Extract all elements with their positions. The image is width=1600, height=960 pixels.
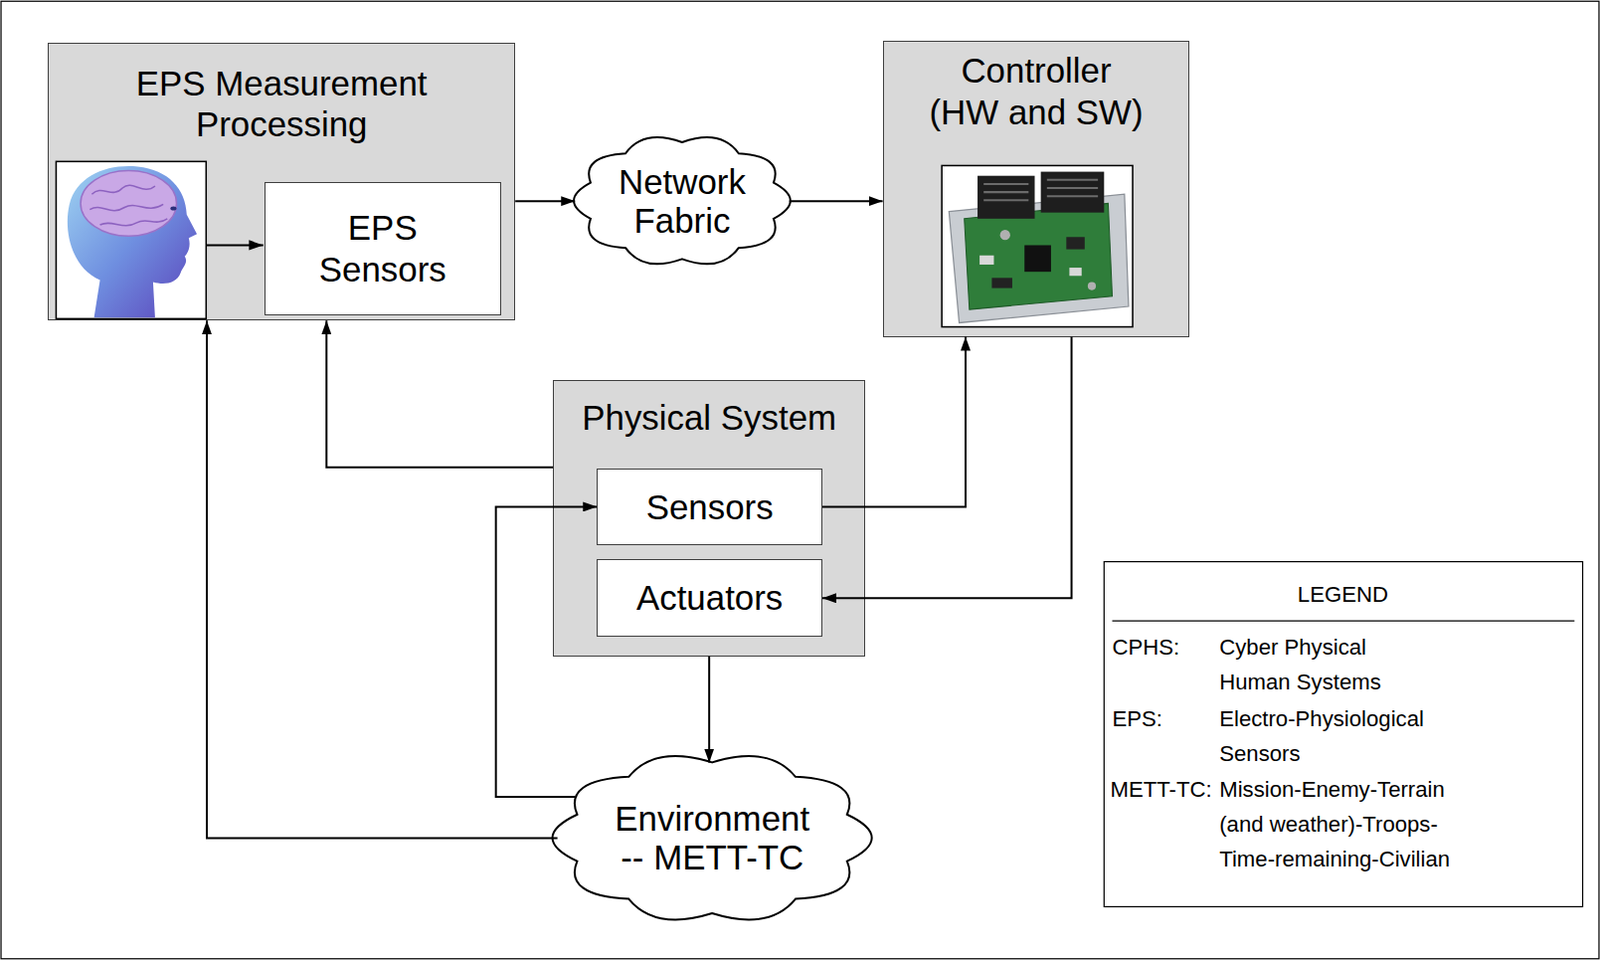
head-illustration [67, 166, 197, 318]
box-label: Sensors [646, 486, 774, 529]
definition: Cyber Physical Human Systems [1219, 630, 1409, 701]
component [1000, 229, 1011, 240]
brain [80, 171, 177, 237]
connector-arrow [326, 320, 553, 468]
network-cloud: Network Fabric [572, 134, 792, 267]
component [1068, 267, 1081, 276]
actuators-box: Actuators [596, 558, 823, 637]
legend-frame [1103, 561, 1583, 907]
component [991, 277, 1013, 288]
abbreviation-text: METT-TC: [1109, 772, 1212, 808]
component [1066, 236, 1084, 249]
connector-arrow [822, 337, 1072, 599]
definition: Electro-Physiological Sensors [1219, 702, 1458, 772]
chip [1024, 244, 1052, 272]
legend-title: LEGEND [1224, 577, 1461, 613]
eye [170, 205, 177, 210]
connector-arrow [515, 199, 575, 202]
abbreviation: EPS: [1112, 702, 1164, 737]
controller-board-illustration [948, 172, 1129, 324]
box-heading: Physical System [581, 396, 837, 439]
brain-folds [89, 184, 168, 226]
abbreviation-text: EPS: [1112, 702, 1164, 737]
connector [977, 176, 1035, 219]
connector-arrow [206, 320, 558, 838]
abbreviation: METT-TC: [1109, 772, 1212, 808]
definition-text: Mission-Enemy-Terrain (and weather)-Troo… [1219, 772, 1480, 878]
box-label: EPS Sensors [306, 206, 460, 291]
legend-title-text: LEGEND [1224, 577, 1461, 613]
box-label: Actuators [636, 576, 783, 619]
housing [948, 193, 1129, 323]
cloud-outline [573, 138, 791, 265]
definition: Mission-Enemy-Terrain (and weather)-Troo… [1219, 772, 1480, 878]
definition-text: Electro-Physiological Sensors [1219, 702, 1458, 772]
connector-arrow [496, 506, 598, 797]
box-label: Network Fabric [605, 162, 759, 240]
circuit-board [964, 202, 1113, 310]
sensors-box: Sensors [596, 468, 823, 545]
sensor-box: EPS Sensors [264, 181, 502, 316]
box-heading: EPS Measurement Processing [108, 62, 456, 147]
abbreviation-text: CPHS: [1112, 630, 1181, 666]
definition-text: Cyber Physical Human Systems [1219, 630, 1409, 701]
connector-arrow [708, 656, 711, 763]
head-profile [67, 166, 197, 318]
component [1087, 281, 1096, 290]
board-picture-frame [941, 165, 1133, 327]
physical-system-box: Physical SystemSensorsActuators [552, 379, 866, 657]
abbreviation: CPHS: [1112, 630, 1181, 666]
box-heading: Controller (HW and SW) [924, 49, 1148, 134]
connector [1041, 172, 1105, 213]
component [979, 255, 994, 265]
legend-rule [1112, 619, 1576, 621]
cloud-outline [552, 755, 873, 919]
box-label: Environment -- METT-TC [607, 798, 817, 877]
connector-arrow [822, 337, 966, 508]
environment-cloud: Environment -- METT-TC [550, 751, 874, 923]
connector-arrow [789, 199, 884, 202]
connector-pins [983, 179, 1098, 201]
head-picture-frame [55, 161, 206, 319]
signal-arrow [205, 243, 263, 246]
